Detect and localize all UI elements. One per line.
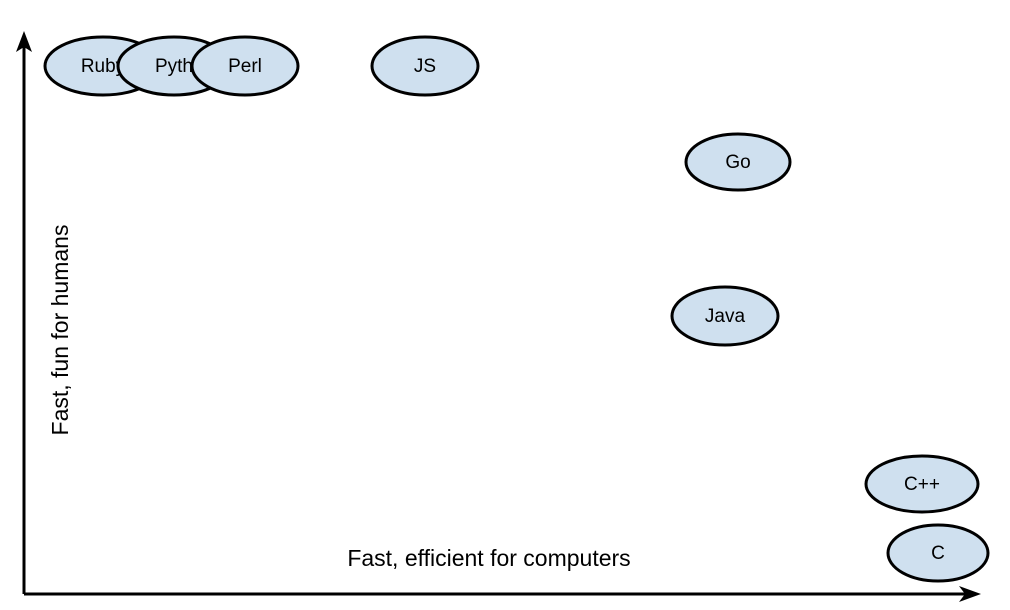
bubble-label-python: Pyth	[155, 56, 193, 77]
bubble-c[interactable]: C	[886, 523, 990, 583]
bubble-shape-perl	[190, 35, 300, 97]
bubble-shape-js	[370, 35, 480, 97]
bubble-label-perl: Perl	[228, 56, 262, 77]
x-axis-arrow-icon	[959, 586, 981, 602]
bubble-go[interactable]: Go	[684, 132, 792, 192]
bubble-label-go: Go	[725, 152, 750, 173]
bubble-cplusplus[interactable]: C++	[864, 454, 980, 514]
bubble-label-ruby: Ruby	[81, 56, 126, 77]
bubble-label-c: C	[931, 543, 945, 564]
y-axis-arrow-icon	[16, 31, 32, 52]
bubble-group: Ruby Pyth Perl JS Go Java	[43, 35, 990, 583]
bubble-label-java: Java	[705, 306, 746, 327]
x-axis-label: Fast, efficient for computers	[347, 545, 630, 571]
bubble-shape-java	[670, 285, 780, 347]
bubble-shape-c	[886, 523, 990, 583]
bubble-label-js: JS	[414, 56, 436, 77]
bubble-shape-go	[684, 132, 792, 192]
bubble-js[interactable]: JS	[370, 35, 480, 97]
bubble-label-cplusplus: C++	[904, 474, 940, 495]
bubble-shape-cplusplus	[864, 454, 980, 514]
y-axis-label: Fast, fun for humans	[47, 225, 73, 436]
bubble-perl[interactable]: Perl	[190, 35, 300, 97]
bubble-java[interactable]: Java	[670, 285, 780, 347]
